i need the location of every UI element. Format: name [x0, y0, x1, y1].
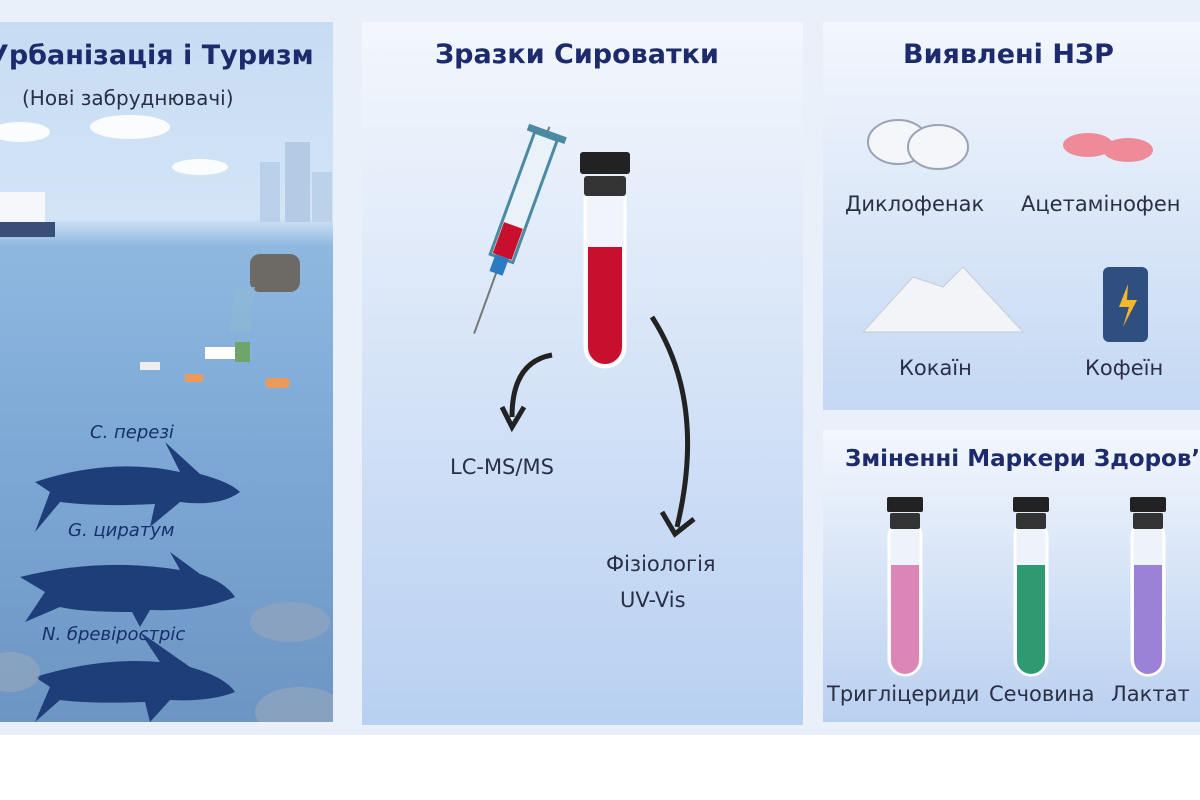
energy-can-icon — [1103, 267, 1148, 342]
arrow-icon — [649, 315, 691, 528]
litter-icon — [140, 342, 290, 388]
shark-icon — [20, 552, 235, 627]
panel-title: Зразки Сироватки — [435, 39, 719, 70]
compound-label: Ацетамінофен — [1021, 192, 1181, 216]
panel-title: Урбанізація і Туризм — [0, 40, 314, 71]
serum-panel: Зразки Сироватки LC-MS/MS Фізіологія UV-… — [362, 22, 803, 725]
serum-illustration — [473, 123, 696, 538]
marker-label: Тригліцериди — [827, 682, 980, 706]
compound-label: Кокаїн — [899, 356, 972, 380]
pill-icon — [1063, 133, 1153, 162]
marker-label: Лактат — [1111, 682, 1190, 706]
test-tube-icon — [1130, 497, 1166, 677]
marker-label: Сечовина — [989, 682, 1095, 706]
species-label: G. циратум — [68, 520, 175, 541]
shark-icon — [35, 442, 240, 532]
pill-icon — [867, 119, 969, 170]
marker-tubes — [887, 497, 1166, 677]
compound-label: Кофеїн — [1085, 356, 1164, 380]
arrow-icon — [509, 352, 553, 418]
detected-panel: Виявлені НЗР Диклофенак Ацетамінофен Кок… — [823, 22, 1200, 410]
markers-panel: Зміненні Маркери Здоров’я Тригліцериди С… — [823, 430, 1200, 722]
panel-title: Виявлені НЗР — [903, 39, 1114, 70]
syringe-icon — [473, 123, 567, 334]
urbanization-panel: Урбанізація і Туризм (Нові забруднювачі)… — [0, 22, 333, 722]
powder-icon — [861, 266, 1025, 333]
test-tube-icon — [887, 497, 923, 677]
panel-title: Зміненні Маркери Здоров’я — [845, 446, 1200, 472]
method-label: LC-MS/MS — [450, 455, 554, 479]
panel-subtitle: (Нові забруднювачі) — [22, 86, 234, 110]
pipe-icon — [230, 254, 300, 332]
shark-icon — [35, 632, 235, 722]
ocean-illustration — [0, 115, 333, 722]
species-label: N. бревірострic — [42, 624, 186, 645]
method-label: UV-Vis — [620, 588, 686, 612]
blood-tube-icon — [580, 152, 630, 369]
test-tube-icon — [1013, 497, 1049, 677]
compound-label: Диклофенак — [845, 192, 985, 216]
species-label: C. перезі — [90, 422, 174, 443]
compounds-illustration — [861, 119, 1153, 342]
cruise-ship-icon — [0, 192, 55, 237]
method-label: Фізіологія — [606, 552, 716, 576]
